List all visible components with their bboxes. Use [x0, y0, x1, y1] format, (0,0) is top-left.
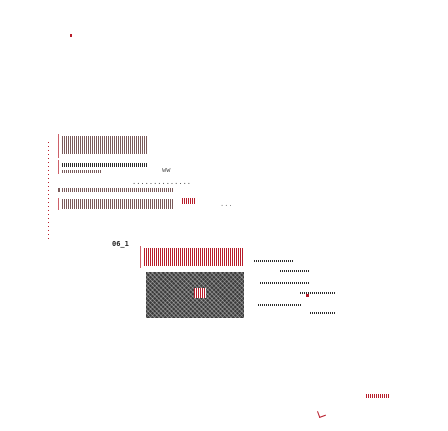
- bottom-cursor-mark: [317, 409, 326, 418]
- detail-line-2: [280, 270, 310, 272]
- bar-1-left-edge: [58, 134, 59, 158]
- detail-line-3: [260, 282, 310, 284]
- lower-red-bar[interactable]: [144, 248, 244, 266]
- lower-heading-code: 06_1: [112, 240, 129, 248]
- upper-bar-2[interactable]: [62, 163, 148, 167]
- panel-right-detail: [250, 252, 346, 322]
- side-accent: [182, 198, 196, 204]
- detail-line-5: [258, 304, 302, 306]
- bottom-right-red-mark[interactable]: [366, 394, 390, 398]
- left-dotted-rule: [48, 142, 49, 240]
- detail-line-6: [310, 312, 336, 314]
- detail-red-dot: [306, 294, 309, 297]
- red-bar-left-edge: [140, 246, 141, 268]
- upper-bar-2b: [62, 170, 102, 173]
- bar-3-left-marker: [58, 188, 60, 192]
- upper-bar-1[interactable]: [62, 136, 148, 154]
- bar-2-left-edge: [58, 160, 59, 174]
- top-marker: [70, 34, 72, 37]
- small-text-1: ww: [162, 166, 171, 174]
- side-text-2: ...: [220, 200, 233, 208]
- lower-dark-panel[interactable]: [146, 272, 244, 318]
- panel-red-accent: [194, 288, 206, 298]
- upper-bar-4[interactable]: [62, 199, 174, 209]
- bar-4-left-edge: [58, 198, 59, 210]
- detail-line-1: [254, 260, 294, 262]
- upper-bar-3[interactable]: [62, 188, 174, 192]
- small-text-2: ..............: [132, 178, 192, 186]
- detail-line-4: [300, 292, 336, 294]
